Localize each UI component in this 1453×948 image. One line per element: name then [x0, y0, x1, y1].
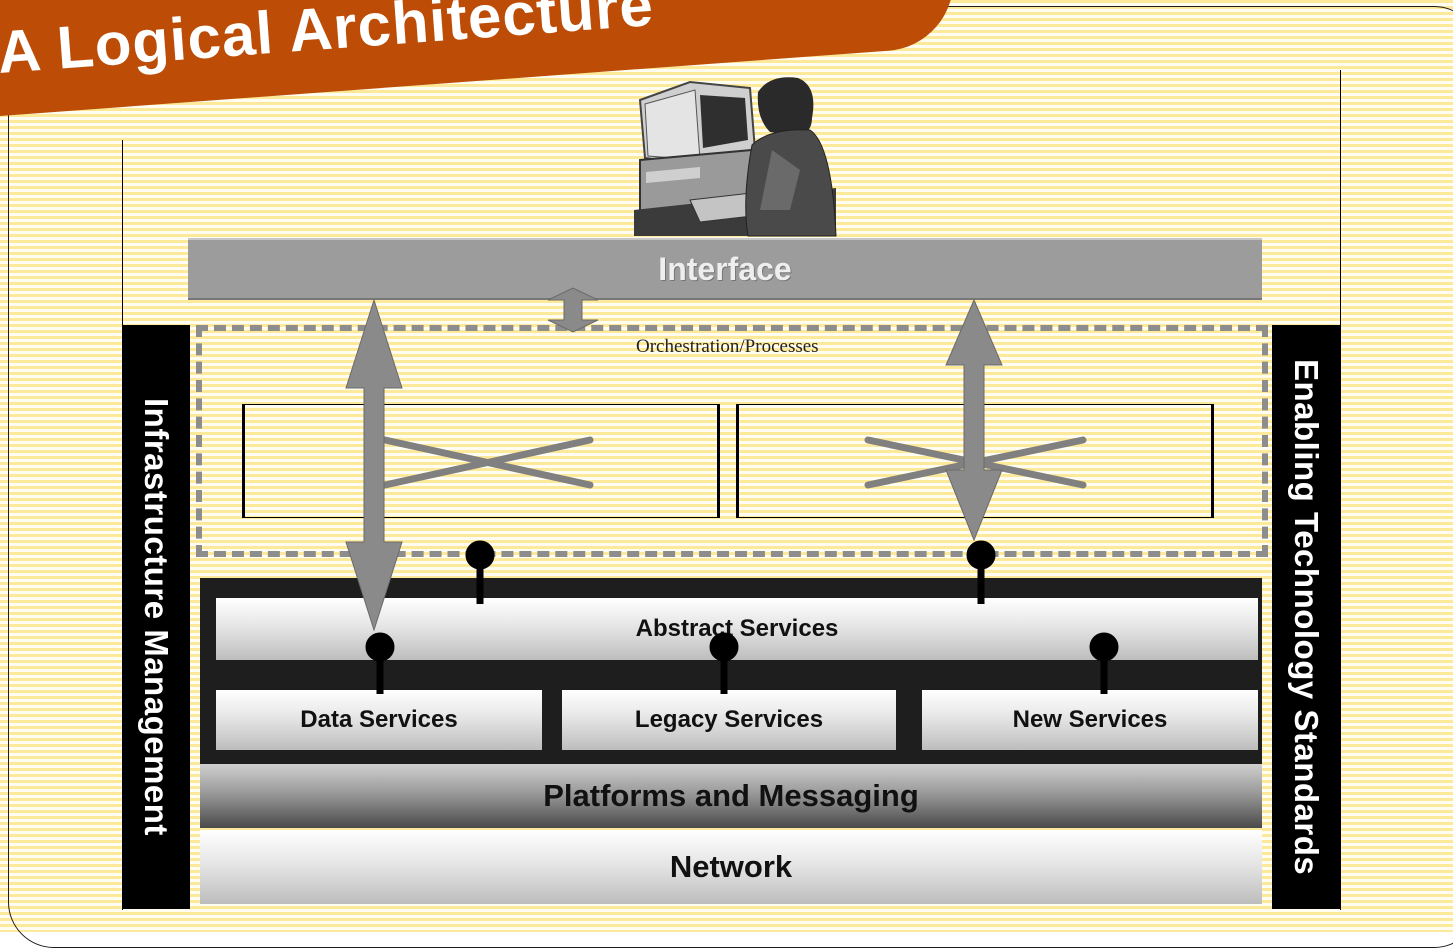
network-layer: Network [200, 830, 1262, 904]
abstract-services-layer: Abstract Services [216, 598, 1258, 660]
infrastructure-management-label: Infrastructure Management [138, 398, 175, 836]
interface-layer: Interface [188, 238, 1262, 300]
right-guide-line [1340, 70, 1341, 910]
enabling-technology-standards-bar: Enabling Technology Standards [1272, 325, 1340, 909]
new-services-layer: New Services [922, 690, 1258, 750]
enabling-technology-standards-label: Enabling Technology Standards [1288, 358, 1325, 876]
process-box-left [242, 404, 720, 518]
infrastructure-management-bar: Infrastructure Management [122, 325, 190, 909]
orchestration-label: Orchestration/Processes [636, 336, 819, 357]
orchestration-region [196, 325, 1268, 557]
data-services-layer: Data Services [216, 690, 542, 750]
platforms-and-messaging-layer: Platforms and Messaging [200, 764, 1262, 828]
legacy-services-layer: Legacy Services [562, 690, 896, 750]
process-box-right [736, 404, 1214, 518]
